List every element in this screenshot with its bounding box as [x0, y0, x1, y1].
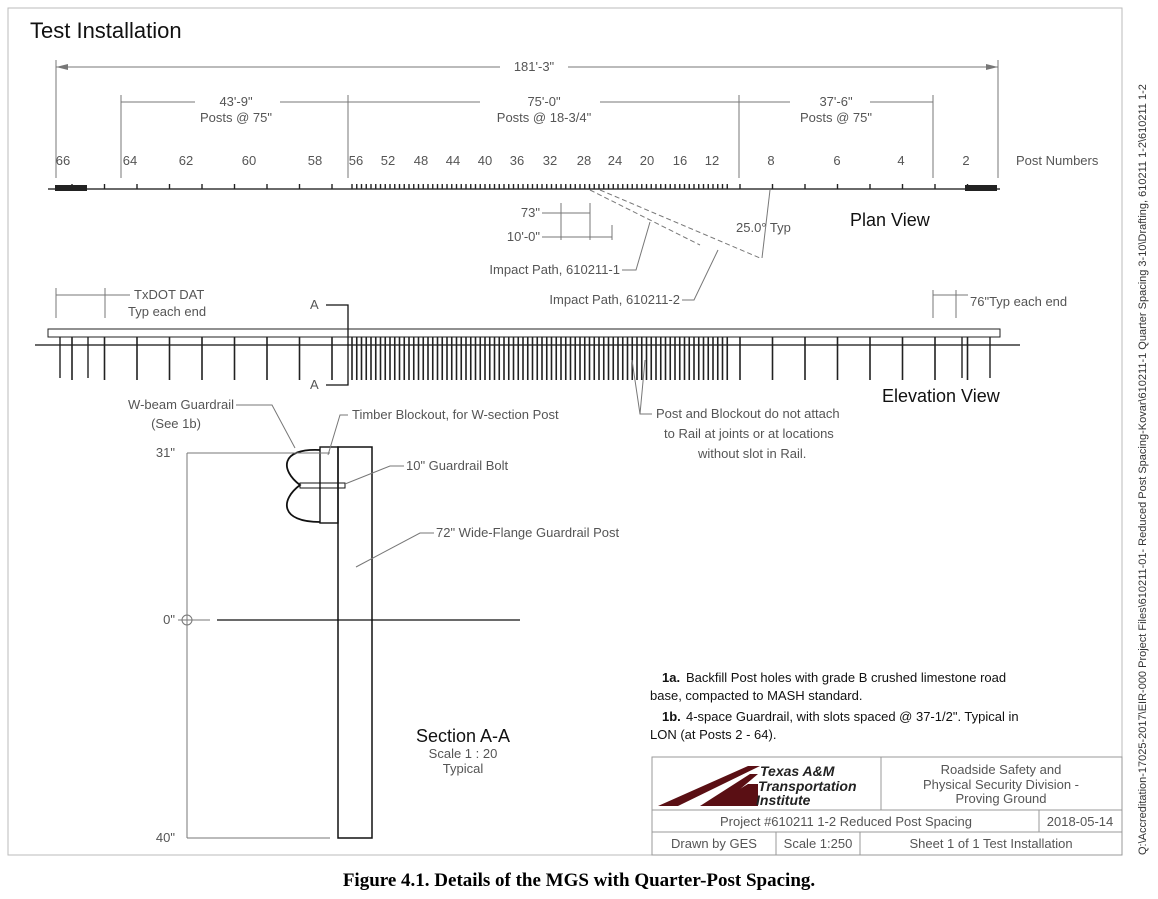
plan-view-label: Plan View: [850, 210, 931, 230]
post-number: 48: [414, 153, 428, 168]
post-label: 72" Wide-Flange Guardrail Post: [436, 525, 619, 540]
section-title: Section A-A: [416, 726, 510, 746]
post-number: 2: [962, 153, 969, 168]
post-number: 28: [577, 153, 591, 168]
elevation-annotations: TxDOT DAT Typ each end 76"Typ each end A…: [55, 287, 1067, 392]
overall-length: 181'-3": [514, 59, 555, 74]
post-number: 12: [705, 153, 719, 168]
drawing-scale: Scale 1:250: [784, 836, 853, 851]
drawing-date: 2018-05-14: [1047, 814, 1114, 829]
drawn-by: Drawn by GES: [671, 836, 757, 851]
guardrail-post: [337, 446, 373, 839]
logo-line-3: Institute: [756, 792, 811, 808]
impact-path-1-label: Impact Path, 610211-1: [489, 262, 620, 277]
plan-view-rail: [48, 184, 1000, 191]
sheet-title: Test Installation: [30, 18, 182, 43]
wbeam-label: W-beam Guardrail: [128, 397, 234, 412]
post-number: 64: [123, 153, 137, 168]
post-number: 4: [897, 153, 904, 168]
division-line-3: Proving Ground: [955, 791, 1046, 806]
wbeam-sub-label: (See 1b): [151, 416, 201, 431]
timber-blockout: [319, 446, 339, 524]
section-mark-top: A: [310, 297, 319, 312]
post-number: 36: [510, 153, 524, 168]
dat-label: TxDOT DAT: [134, 287, 204, 302]
segment-length-1: 43'-9": [219, 94, 253, 109]
dim-top: 31": [156, 445, 175, 460]
post-number: 16: [673, 153, 687, 168]
elevation-view-label: Elevation View: [882, 386, 1001, 406]
bolt-label: 10" Guardrail Bolt: [406, 458, 509, 473]
division-line-2: Physical Security Division -: [923, 777, 1079, 792]
post-number: 60: [242, 153, 256, 168]
elevation-view-rail: [35, 328, 1020, 380]
note-line-2: to Rail at joints or at locations: [664, 426, 834, 441]
section-mark-bottom: A: [310, 377, 319, 392]
post-number: 66: [56, 153, 70, 168]
section-a-a: 31" 0" 40" W-beam Guardrail (See 1b) Tim…: [128, 397, 619, 845]
dim-10ft: 10'-0": [507, 229, 541, 244]
elevation-note: Post and Blockout do not attach to Rail …: [631, 359, 1001, 461]
note-line-1: Post and Blockout do not attach: [656, 406, 840, 421]
title-block: Texas A&M Transportation Institute Roads…: [651, 756, 1123, 856]
plan-dimensions: 181'-3" 43'-9" Posts @ 75" 75'-0" Posts …: [55, 59, 999, 178]
note-line-3: without slot in Rail.: [697, 446, 806, 461]
post-number: 44: [446, 153, 460, 168]
note-1b-number: 1b.: [662, 709, 681, 724]
segment-spacing-1: Posts @ 75": [200, 110, 272, 125]
dim-zero: 0": [163, 612, 175, 627]
dim-bottom: 40": [156, 830, 175, 845]
division-line-1: Roadside Safety and: [941, 762, 1062, 777]
segment-spacing-3: Posts @ 75": [800, 110, 872, 125]
sheet-info: Sheet 1 of 1 Test Installation: [909, 836, 1072, 851]
impact-paths: 73" 10'-0" 25.0° Typ Impact Path, 610211…: [489, 189, 931, 307]
impact-path-2-label: Impact Path, 610211-2: [549, 292, 680, 307]
segment-length-2: 75'-0": [527, 94, 561, 109]
file-path: Q:\Accreditation-17025-2017\EIR-000 Proj…: [1137, 84, 1149, 855]
note-1a-text: Backfill Post holes with grade B crushed…: [686, 670, 1006, 685]
guardrail-bolt: [299, 482, 346, 489]
segment-spacing-2: Posts @ 18-3/4": [497, 110, 592, 125]
end-label: 76"Typ each end: [970, 294, 1067, 309]
note-1b-text: 4-space Guardrail, with slots spaced @ 3…: [686, 709, 1019, 724]
note-1a-text-2: base, compacted to MASH standard.: [650, 688, 862, 703]
angle-label: 25.0° Typ: [736, 220, 791, 235]
post-number: 62: [179, 153, 193, 168]
blockout-label: Timber Blockout, for W-section Post: [352, 407, 559, 422]
post-number: 52: [381, 153, 395, 168]
note-1a-number: 1a.: [662, 670, 680, 685]
post-number: 24: [608, 153, 622, 168]
post-number: 32: [543, 153, 557, 168]
dim-73: 73": [521, 205, 540, 220]
section-scale: Scale 1 : 20: [429, 746, 498, 761]
logo-line-1: Texas A&M: [760, 763, 835, 779]
post-number: 20: [640, 153, 654, 168]
section-typical: Typical: [443, 761, 484, 776]
sheet-border: [7, 7, 1123, 856]
post-number: 56: [349, 153, 363, 168]
project-name: Project #610211 1-2 Reduced Post Spacing: [720, 814, 972, 829]
figure-caption: Figure 4.1. Details of the MGS with Quar…: [342, 870, 816, 891]
post-number: 8: [767, 153, 774, 168]
dat-sub-label: Typ each end: [128, 304, 206, 319]
post-number: 6: [833, 153, 840, 168]
general-notes: 1a. Backfill Post holes with grade B cru…: [650, 670, 1019, 742]
note-1b-text-2: LON (at Posts 2 - 64).: [650, 727, 776, 742]
w-beam: [285, 449, 321, 523]
post-number: 58: [308, 153, 322, 168]
tti-logo: Texas A&M Transportation Institute: [658, 763, 857, 808]
logo-line-2: Transportation: [758, 778, 857, 794]
segment-length-3: 37'-6": [819, 94, 853, 109]
post-number: 40: [478, 153, 492, 168]
post-numbers-label: Post Numbers: [1016, 153, 1099, 168]
